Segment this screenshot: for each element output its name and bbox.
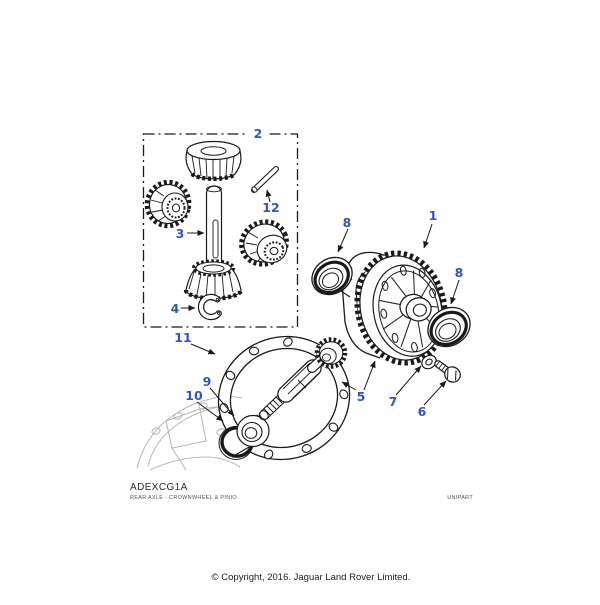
callout-leader-lines xyxy=(181,189,460,422)
washer-drawing xyxy=(421,354,437,370)
callout-11[interactable]: 11 xyxy=(174,330,191,345)
kit-bevel-pinion-top-drawing xyxy=(185,140,242,182)
roll-pin-drawing xyxy=(251,166,279,193)
callout-7[interactable]: 7 xyxy=(389,394,398,409)
retaining-clip-drawing xyxy=(197,293,222,321)
pinion-collar-oil-seal-drawing xyxy=(218,414,270,460)
cross-shaft-drawing xyxy=(205,185,223,277)
kit-side-gear-left-drawing xyxy=(144,179,192,229)
callout-12[interactable]: 12 xyxy=(262,200,279,215)
callout-3[interactable]: 3 xyxy=(176,226,185,241)
brand-label: UNIPART xyxy=(447,495,473,501)
drawing-title: REAR AXLE - CROWNWHEEL & PINIO xyxy=(130,495,237,501)
gasket-drawing xyxy=(217,335,351,461)
pinion-drawing xyxy=(258,337,348,421)
callout-1[interactable]: 1 xyxy=(429,208,438,223)
copyright-line: © Copyright, 2016. Jaguar Land Rover Lim… xyxy=(211,572,411,583)
callout-8-right[interactable]: 8 xyxy=(455,265,464,280)
drawing-code: ADEXCG1A xyxy=(130,482,188,493)
bearing-right-drawing xyxy=(427,306,471,348)
callout-2[interactable]: 2 xyxy=(254,126,263,141)
callout-10[interactable]: 10 xyxy=(185,388,203,403)
crownwheel-drawing xyxy=(354,250,448,366)
callout-5[interactable]: 5 xyxy=(357,389,366,404)
kit-bevel-pinion-bottom-drawing xyxy=(183,259,244,301)
callout-9[interactable]: 9 xyxy=(203,374,212,389)
differential-gear-kit-box xyxy=(142,127,299,328)
bearing-left-drawing xyxy=(311,256,353,296)
bolt-drawing xyxy=(434,360,461,383)
callout-4[interactable]: 4 xyxy=(171,301,180,316)
callout-8-left[interactable]: 8 xyxy=(343,215,352,230)
kit-side-gear-right-drawing xyxy=(239,219,289,267)
callout-6[interactable]: 6 xyxy=(418,404,427,419)
callout-labels: 1 2 3 4 5 6 7 8 8 9 10 11 12 xyxy=(171,126,464,419)
